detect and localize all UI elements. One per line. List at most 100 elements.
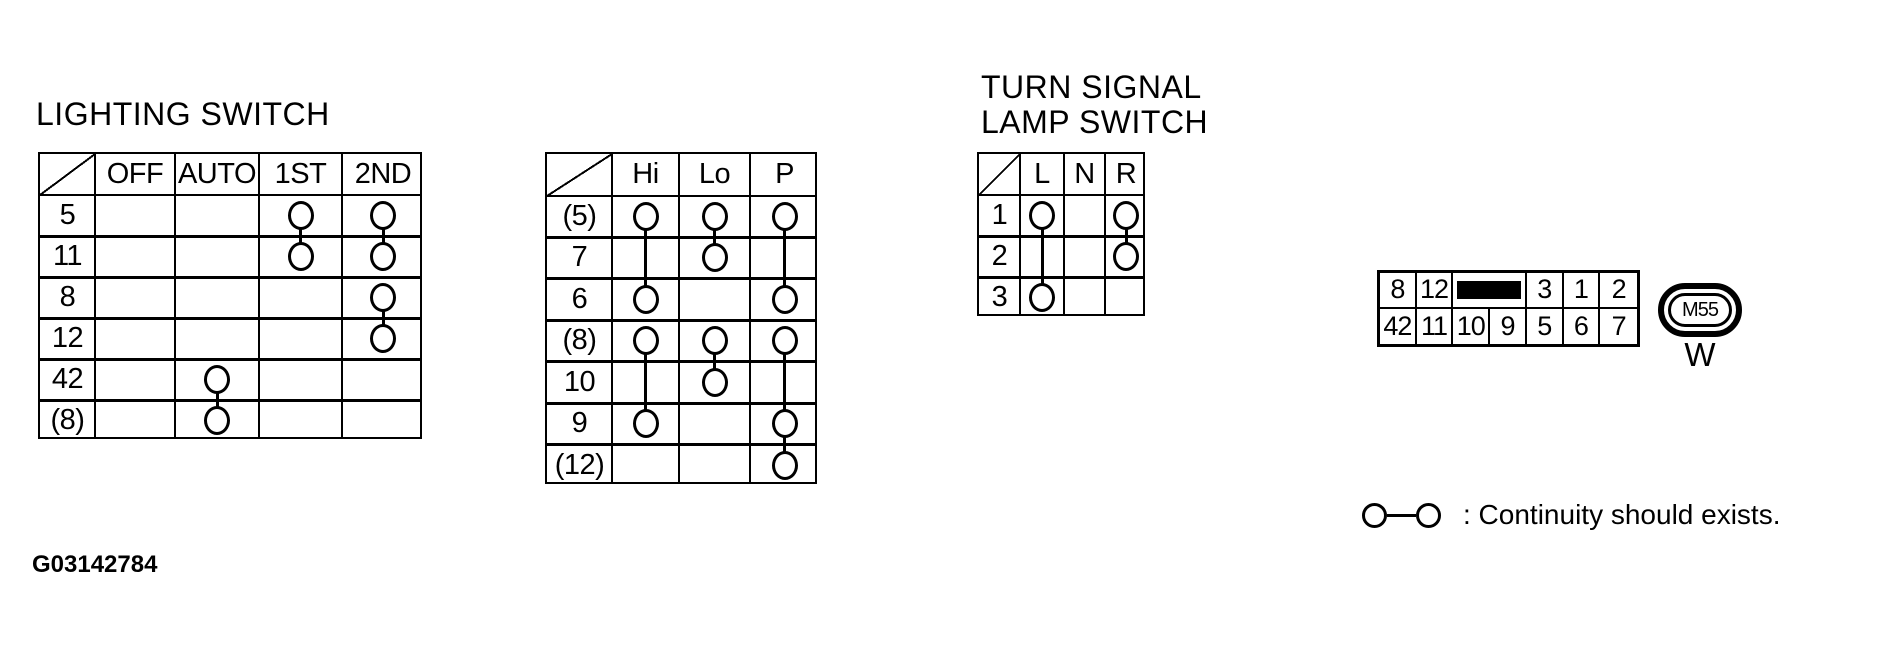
row-label: 9	[571, 407, 588, 440]
grid-line-vertical	[341, 154, 343, 437]
grid-line-horizontal	[40, 234, 420, 238]
continuity-line	[783, 216, 786, 300]
grid-line-horizontal	[547, 277, 815, 280]
continuity-circle	[204, 365, 230, 394]
pin-cell: 7	[1611, 310, 1627, 341]
continuity-circle	[771, 450, 798, 480]
grid-line-horizontal	[547, 194, 815, 197]
grid-line-vertical	[678, 154, 680, 482]
column-header: Hi	[632, 158, 659, 191]
continuity-circle	[701, 326, 728, 356]
continuity-line	[644, 216, 647, 300]
continuity-circle	[370, 283, 396, 312]
continuity-circle	[1113, 242, 1139, 271]
grid-line-horizontal	[979, 234, 1143, 238]
continuity-circle	[632, 201, 659, 231]
row-label: 7	[571, 241, 588, 274]
legend-circle-icon	[1416, 502, 1441, 528]
continuity-line	[783, 423, 786, 466]
continuity-line	[713, 340, 716, 383]
continuity-circle	[771, 326, 798, 356]
column-header: 2ND	[354, 158, 412, 190]
row-label: 2	[991, 240, 1008, 272]
table-title-line: LAMP SWITCH	[981, 104, 1209, 140]
continuity-circle	[701, 367, 728, 397]
grid-line-horizontal	[547, 401, 815, 405]
continuity-circle	[1029, 283, 1055, 312]
continuity-circle	[1029, 201, 1055, 230]
pin-cell: 1	[1563, 273, 1601, 309]
continuity-line	[381, 215, 385, 257]
continuity-circle	[701, 243, 728, 273]
grid-line-vertical	[749, 154, 751, 482]
continuity-circle	[632, 326, 659, 356]
grid-line-horizontal	[547, 318, 815, 322]
pin-cell: 11	[1417, 308, 1454, 344]
grid-line-horizontal	[40, 357, 420, 361]
continuity-circle	[370, 242, 396, 271]
column-header: N	[1074, 158, 1095, 190]
column-header: P	[775, 158, 794, 191]
continuity-line	[299, 215, 302, 257]
pin-cell: 2	[1600, 273, 1637, 309]
column-header: 1ST	[274, 158, 327, 190]
row-label: 3	[991, 281, 1008, 313]
grid-line-vertical	[1019, 154, 1021, 314]
column-header: OFF	[106, 158, 164, 190]
row-label: 12	[51, 322, 84, 354]
connector-badge: M55	[1658, 283, 1742, 337]
row-label: 6	[571, 282, 588, 315]
continuity-circle	[771, 201, 798, 231]
grid-line-horizontal	[40, 194, 420, 196]
continuity-circle	[370, 324, 396, 353]
lighting-switch-title: LIGHTING SWITCH	[36, 97, 330, 132]
grid-line-horizontal	[40, 316, 420, 320]
pin-cell: 8	[1380, 273, 1417, 309]
pin-cell: 9	[1490, 308, 1527, 344]
grid-line-vertical	[94, 154, 96, 437]
table-title-line: LIGHTING SWITCH	[36, 96, 330, 132]
row-label: 42	[51, 363, 84, 395]
blocked-pin-cell	[1453, 273, 1527, 309]
row-label: (5)	[562, 199, 597, 232]
row-label: 11	[52, 240, 83, 272]
row-label: (12)	[554, 448, 605, 481]
continuity-line	[713, 216, 716, 258]
grid-line-horizontal	[547, 235, 815, 239]
table-title-line: TURN SIGNAL	[981, 69, 1202, 105]
pin-cell: 5	[1527, 308, 1564, 344]
corner-diagonal	[979, 154, 1020, 195]
grid-line-vertical	[1063, 154, 1065, 314]
continuity-legend: : Continuity should exists.	[1362, 499, 1781, 531]
grid-line-vertical	[174, 154, 176, 437]
continuity-line	[215, 379, 219, 421]
continuity-circle	[1113, 201, 1139, 230]
column-header: R	[1115, 158, 1137, 190]
continuity-circle	[632, 284, 659, 314]
continuity-circle	[771, 409, 798, 439]
continuity-line	[1124, 215, 1128, 257]
connector-badge-label: M55	[1668, 293, 1732, 327]
column-header: Lo	[698, 158, 731, 191]
row-label: 8	[59, 281, 76, 313]
continuity-circle	[287, 242, 314, 271]
grid-line-vertical	[611, 154, 613, 482]
connector-color-code: W	[1684, 336, 1716, 373]
pin-cell: 12	[1416, 273, 1454, 309]
corner-diagonal	[547, 154, 612, 196]
column-header: AUTO	[177, 158, 257, 190]
grid-line-vertical	[258, 154, 260, 437]
grid-line-horizontal	[547, 360, 815, 363]
figure-id: G03142784	[32, 551, 158, 578]
continuity-line	[1040, 215, 1044, 298]
legend-text: : Continuity should exists.	[1463, 499, 1781, 530]
pin-cell: 42	[1380, 308, 1417, 344]
grid-line-horizontal	[979, 275, 1143, 279]
row-label: 10	[563, 365, 596, 398]
row-label: 1	[991, 199, 1008, 231]
